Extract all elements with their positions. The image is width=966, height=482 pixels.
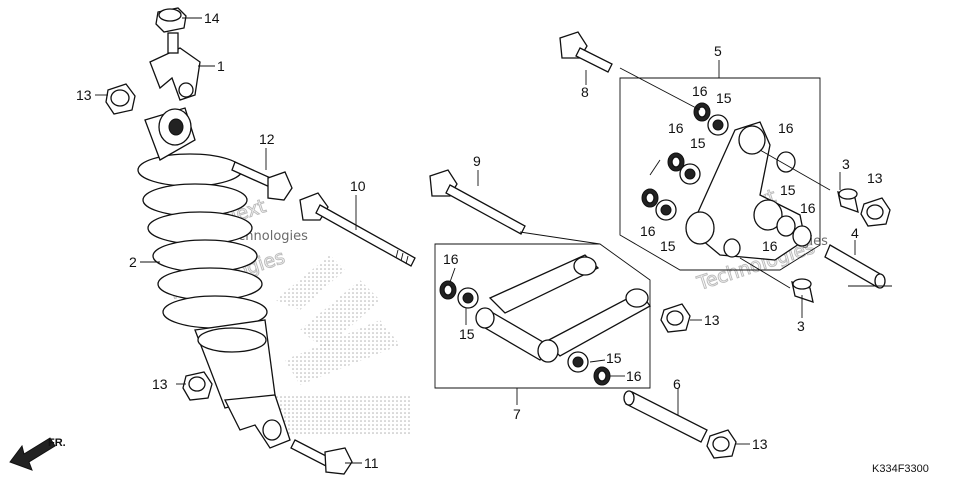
nut-13-right: [860, 197, 891, 227]
callout-5: 5: [714, 43, 722, 59]
callout-15-a: 15: [716, 90, 732, 106]
callout-15-f: 15: [606, 350, 622, 366]
callout-10: 10: [350, 178, 366, 194]
bolt-12: [231, 161, 293, 201]
callout-16-d: 16: [800, 200, 816, 216]
callout-15-c: 15: [780, 182, 796, 198]
callout-1: 1: [217, 58, 225, 74]
nut-14: [155, 7, 187, 33]
callout-3-lower: 3: [797, 318, 805, 334]
bolt-9: [429, 169, 526, 235]
front-direction-arrow: FR.: [9, 437, 66, 471]
callout-13-bottom: 13: [752, 436, 768, 452]
connecting-rod-group: [434, 243, 651, 389]
callout-2: 2: [129, 254, 137, 270]
callout-13-lower: 13: [152, 376, 168, 392]
callout-14-top: 14: [204, 10, 220, 26]
reference-code: K334F3300: [872, 463, 929, 475]
callout-11: 11: [364, 455, 379, 471]
nut-13-middle: [660, 303, 691, 333]
bolt-8: [559, 31, 613, 73]
callout-15-d: 15: [660, 238, 676, 254]
shock-arm-group: [619, 77, 821, 271]
callout-16-b: 16: [668, 120, 684, 136]
callout-13-top: 13: [76, 87, 92, 103]
upper-bracket: [149, 32, 201, 101]
brand-watermark: [270, 255, 410, 435]
collar-3-lower: [791, 278, 814, 303]
callout-9: 9: [473, 153, 481, 169]
callout-12: 12: [259, 131, 275, 147]
callout-16-e: 16: [640, 223, 656, 239]
callout-6: 6: [673, 376, 681, 392]
callout-7: 7: [513, 406, 521, 422]
nut-13-lower: [182, 371, 213, 401]
callout-numbers: 14 1 13 2 12 10 9 8 5 16 15 16 15 16 3 1…: [76, 10, 883, 471]
pin-6: [623, 390, 708, 443]
callout-8: 8: [581, 84, 589, 100]
spring: [137, 153, 268, 329]
nut-13-top: [105, 83, 136, 115]
callout-16-f: 16: [762, 238, 778, 254]
callout-15-e: 15: [459, 326, 475, 342]
bolt-11: [290, 439, 353, 475]
callout-16-g: 16: [443, 251, 459, 267]
leader-lines: [95, 17, 892, 464]
callout-13-middle: 13: [704, 312, 720, 328]
callout-16-h: 16: [626, 368, 642, 384]
callout-3-upper: 3: [842, 156, 850, 172]
bolt-10: [299, 192, 416, 267]
nut-13-bottom: [706, 429, 737, 459]
collar-3-upper: [837, 188, 859, 213]
front-direction-label: FR.: [48, 437, 66, 449]
callout-13-right: 13: [867, 170, 883, 186]
callout-16-c: 16: [778, 120, 794, 136]
callout-4: 4: [851, 225, 859, 241]
pin-4: [824, 244, 886, 289]
callout-16-a: 16: [692, 83, 708, 99]
callout-15-b: 15: [690, 135, 706, 151]
shock-absorber: [137, 107, 291, 449]
